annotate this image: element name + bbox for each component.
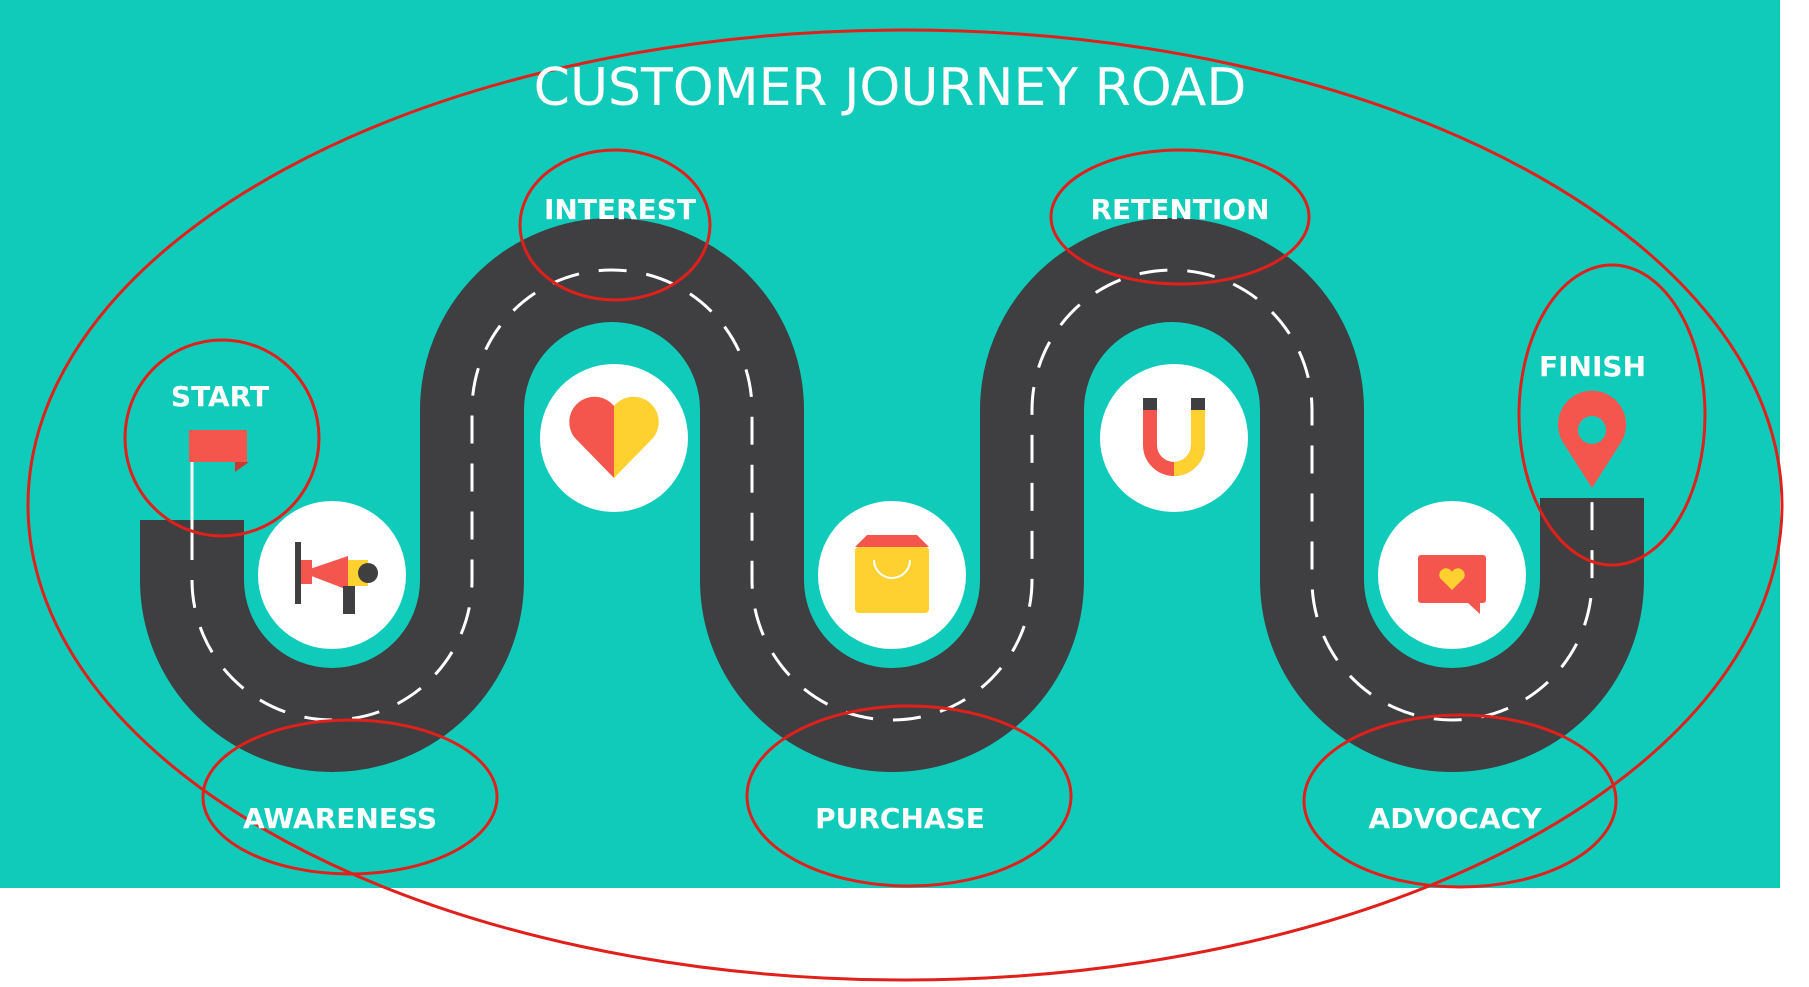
finish-highlight-ring bbox=[1517, 263, 1707, 567]
interest-highlight-ring bbox=[518, 148, 712, 302]
location-pin-icon bbox=[1558, 390, 1627, 488]
start-highlight-ring bbox=[123, 338, 321, 538]
heart-icon bbox=[569, 396, 659, 478]
shopping-bag-icon bbox=[855, 535, 929, 613]
stage-label-interest: INTEREST bbox=[543, 193, 697, 226]
chat-heart-icon bbox=[1418, 555, 1486, 614]
purchase-highlight-ring bbox=[745, 704, 1073, 888]
awareness-highlight-ring bbox=[201, 718, 499, 876]
diagram-title: CUSTOMER JOURNEY ROAD bbox=[533, 58, 1247, 118]
retention-circle bbox=[1100, 364, 1248, 512]
stage-label-purchase: PURCHASE bbox=[815, 802, 985, 835]
retention-highlight-ring bbox=[1049, 148, 1311, 286]
stage-label-finish: FINISH bbox=[1539, 350, 1646, 383]
stage-label-awareness: AWARENESS bbox=[242, 802, 438, 835]
stage-label-start: START bbox=[170, 380, 270, 413]
outer-highlight-ring bbox=[26, 28, 1784, 982]
flag-icon bbox=[189, 430, 249, 532]
highlight-rings bbox=[26, 28, 1784, 982]
magnet-icon bbox=[1143, 398, 1205, 476]
road-center-line bbox=[190, 268, 1594, 722]
stage-label-retention: RETENTION bbox=[1090, 193, 1270, 226]
advocacy-highlight-ring bbox=[1302, 713, 1618, 889]
megaphone-icon bbox=[295, 542, 378, 614]
stage-label-advocacy: ADVOCACY bbox=[1368, 802, 1542, 835]
